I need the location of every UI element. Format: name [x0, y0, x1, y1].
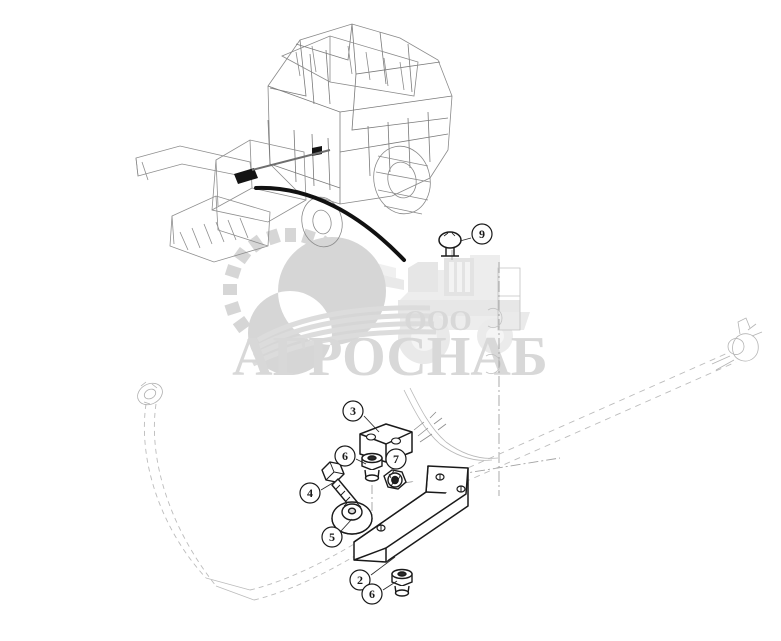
- callout-2-label: 2: [357, 573, 363, 587]
- main-cable: [254, 185, 406, 262]
- combine-cab: [211, 139, 307, 223]
- callout-6-lower-label: 6: [369, 587, 375, 601]
- callout-9-leader: [459, 237, 472, 242]
- callout-6-upper-label: 6: [342, 449, 348, 463]
- callout-3-leader: [363, 415, 380, 433]
- block-hatch-marks: [413, 411, 447, 443]
- callout-5-label: 5: [329, 530, 335, 544]
- callout-6-upper[interactable]: 6: [334, 445, 367, 467]
- faint-bracket-outline: [485, 267, 521, 374]
- callout-2-leader: [370, 556, 396, 576]
- block-bore-right: [390, 437, 402, 445]
- callout-5-circle[interactable]: [321, 526, 343, 548]
- lock-nut-lower: [391, 568, 413, 597]
- callout-6-lower[interactable]: 6: [361, 580, 398, 605]
- callout-5[interactable]: 5: [321, 518, 353, 548]
- faint-rod-lines: [143, 351, 737, 601]
- block-bore-left: [365, 433, 377, 441]
- callout-2-circle[interactable]: [349, 569, 371, 591]
- callout-6-upper-leader: [355, 458, 367, 465]
- cab-door-handle: [234, 168, 258, 184]
- callout-5-leader: [340, 518, 353, 532]
- lock-nut-upper: [361, 452, 383, 482]
- callout-3-label: 3: [350, 404, 356, 418]
- combine-grain-tank: [281, 35, 419, 97]
- callout-6-upper-circle[interactable]: [334, 445, 356, 467]
- callout-6-lower-leader: [382, 580, 398, 591]
- callout-7-leader: [391, 469, 395, 475]
- logo-swoosh: [251, 305, 437, 367]
- right-anchor-hook: [711, 317, 763, 371]
- callout-7-label: 7: [393, 452, 399, 466]
- callout-4-circle[interactable]: [299, 482, 321, 504]
- callout-4[interactable]: 4: [299, 480, 337, 504]
- callout-2[interactable]: 2: [349, 556, 396, 591]
- callout-7-circle[interactable]: [385, 448, 407, 470]
- combine-wheels: [301, 145, 431, 248]
- bushing-bore: [347, 507, 357, 515]
- callout-9-label: 9: [479, 227, 485, 241]
- gear-logo: [223, 228, 437, 375]
- callout-7[interactable]: 7: [385, 448, 407, 475]
- combine-header: [169, 195, 271, 263]
- callout-3-circle[interactable]: [342, 400, 364, 422]
- callout-3[interactable]: 3: [342, 400, 380, 433]
- faint-rod-tail: [403, 387, 499, 461]
- callout-6-lower-circle[interactable]: [361, 583, 383, 605]
- watermark-line2: АГРОСНАБ: [232, 326, 548, 388]
- callout-9[interactable]: 9: [459, 223, 493, 245]
- watermark-line1: ООО: [404, 305, 472, 337]
- callout-9-circle[interactable]: [471, 223, 493, 245]
- callout-4-label: 4: [307, 486, 313, 500]
- callout-4-leader: [320, 480, 337, 491]
- cable-upper-run: [251, 149, 331, 171]
- cable-loop-end: [137, 381, 163, 406]
